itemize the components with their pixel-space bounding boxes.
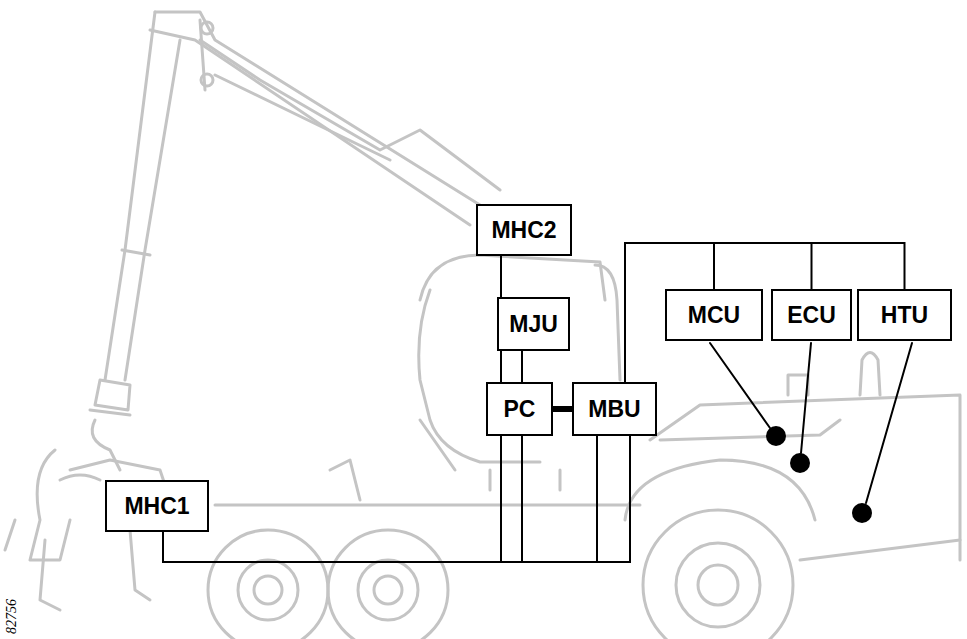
unit-label: MCU [688, 302, 740, 329]
unit-box: MHC2 [476, 204, 572, 256]
unit-box: PC [486, 382, 553, 436]
unit-box: ECU [771, 289, 852, 341]
unit-label: MJU [509, 311, 558, 338]
leader-lines [710, 343, 912, 523]
unit-box: MBU [572, 382, 657, 436]
unit-box: MCU [665, 289, 763, 341]
unit-label: ECU [787, 302, 836, 329]
unit-label: HTU [881, 302, 928, 329]
unit-label: MHC1 [124, 493, 189, 520]
bus-connector [163, 436, 597, 562]
unit-label: MHC2 [491, 217, 556, 244]
unit-box: MJU [497, 297, 570, 351]
unit-box: MHC1 [105, 480, 209, 532]
unit-label: PC [504, 396, 536, 423]
unit-box: HTU [857, 289, 952, 341]
unit-label: MBU [588, 396, 640, 423]
bus-connector [553, 406, 572, 412]
cab-roof [420, 255, 605, 300]
figure-number: 82756 [4, 599, 20, 634]
